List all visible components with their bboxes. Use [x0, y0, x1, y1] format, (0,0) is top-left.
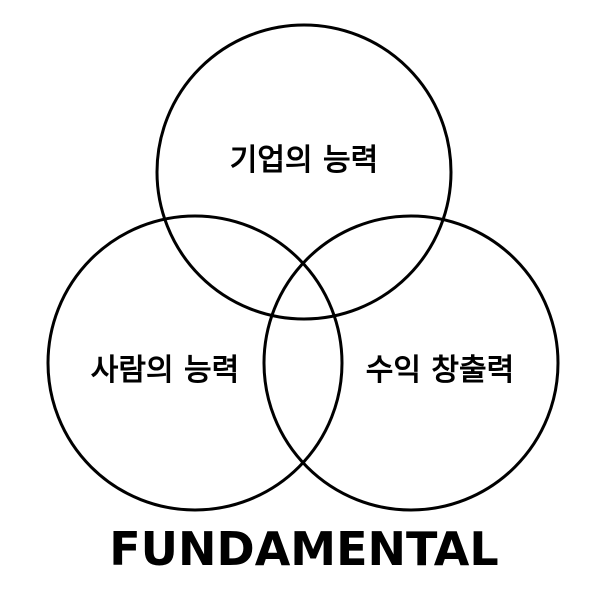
footer-title: FUNDAMENTAL [109, 522, 498, 576]
circle-top [155, 23, 453, 321]
label-top: 기업의 능력 [230, 143, 378, 178]
label-right: 수익 창출력 [366, 353, 514, 388]
circle-right [262, 214, 560, 512]
label-left: 사람의 능력 [91, 353, 239, 388]
circle-left [46, 214, 344, 512]
